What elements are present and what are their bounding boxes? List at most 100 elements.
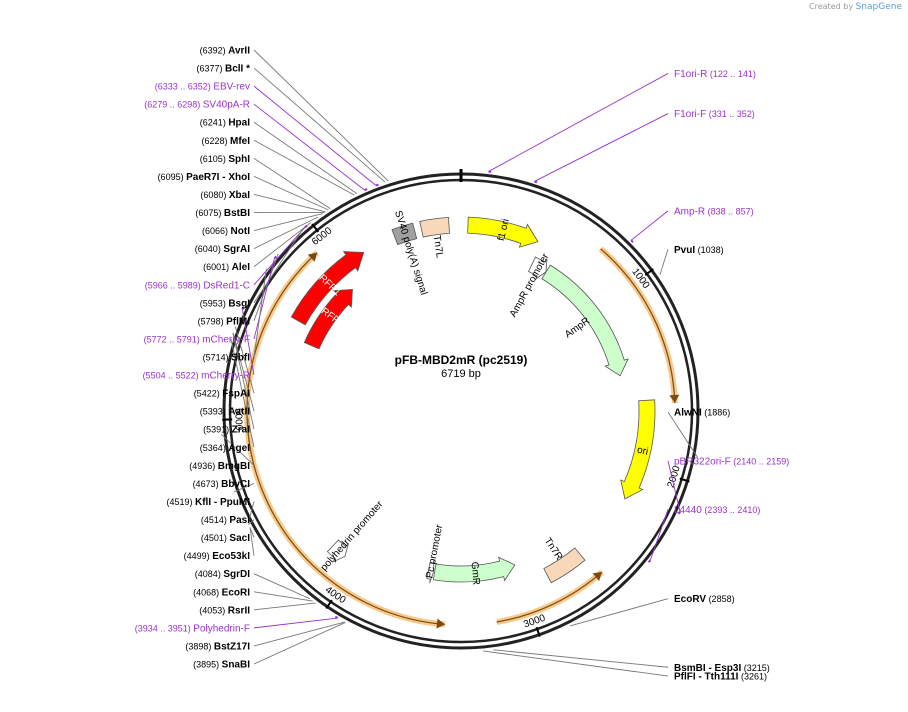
label-num: (4514) [201, 515, 230, 525]
label-num: (838 .. 857) [705, 206, 754, 216]
leader-AlwNI [667, 411, 698, 458]
primer-mark-Amp-R [630, 239, 634, 243]
label-name: BmgBI [218, 461, 250, 472]
feature-label-5: GmR [469, 561, 482, 585]
leader-PflFI - Tth111I [483, 650, 669, 677]
leader-PvuI [659, 249, 669, 276]
label-num: (4673) [193, 479, 222, 489]
label-num: (6066) [202, 226, 231, 236]
label-name: HpaI [228, 118, 250, 129]
site-label: (6075) BstBI [195, 208, 250, 219]
label-name: SV40pA-R [203, 100, 250, 111]
orf-arc-0 [600, 248, 676, 404]
feature-0 [467, 216, 539, 248]
label-num: (6392) [200, 46, 229, 56]
primer-label: pBR322ori-F (2140 .. 2159) [674, 456, 789, 467]
leader-BsmBI - Esp3I [493, 649, 669, 668]
label-num: (6241) [200, 118, 229, 128]
label-num: (5953) [200, 298, 229, 308]
label-name: SacI [229, 533, 250, 544]
label-name: AleI [232, 262, 251, 273]
feature-6 [426, 559, 435, 584]
leader-AatII [232, 332, 255, 412]
site-label: (4068) EcoRI [193, 587, 250, 598]
primer-label: F1ori-R (122 .. 141) [674, 69, 756, 80]
label-num: (4084) [195, 569, 224, 579]
leader-AleI [253, 221, 312, 268]
label-name: Polyhedrin-F [193, 623, 250, 634]
label-name: AgeI [228, 443, 250, 454]
label-name: RsrII [228, 605, 250, 616]
leader-RsrII [253, 602, 316, 611]
site-label: (6241) HpaI [200, 118, 250, 129]
label-num: (6001) [203, 262, 232, 272]
label-num: (331 .. 352) [706, 109, 755, 119]
site-label: (5393) AatII [200, 407, 250, 418]
site-label: (4673) BbvCI [193, 479, 251, 490]
feature-label-0: f1 ori [496, 218, 512, 242]
label-name: BsmBI - Esp3I [674, 663, 741, 674]
feature-8 [303, 288, 353, 350]
site-label: (4499) Eco53kI [184, 551, 251, 562]
snapgene-credit: Created by SnapGene [809, 2, 902, 12]
primer-label: (5504 .. 5522) mCherry-R [143, 371, 250, 382]
label-name: F1ori-R [674, 69, 707, 80]
label-num: (4068) [193, 587, 222, 597]
label-name: SnaBI [222, 660, 251, 671]
label-layer: (6392) AvrII(6377) BclI *(6333 .. 6352) … [135, 46, 790, 683]
leader-AgeI [230, 338, 255, 448]
leader-SV40pA-R [253, 103, 365, 191]
label-name: BsgI [228, 298, 250, 309]
primer-mark-mCherry-F [273, 255, 277, 260]
plasmid-name: pFB-MBD2mR (pc2519) [395, 353, 528, 367]
label-num: (5422) [194, 389, 223, 399]
feature-label-3: ori [636, 445, 649, 458]
label-name: AatII [228, 407, 250, 418]
leader-BsgI [253, 228, 304, 304]
leader-BmgBI [220, 433, 255, 466]
feature-4 [543, 547, 586, 584]
label-num: (3215) [741, 663, 770, 673]
label-num: (122 .. 141) [707, 69, 756, 79]
leader-mCherry-R [241, 309, 255, 376]
label-name: BstZ17I [214, 641, 250, 652]
site-label: (6001) AleI [203, 262, 250, 273]
tick-label-6000: 6000 [310, 225, 335, 248]
label-name: mCherry-R [201, 371, 250, 382]
label-num: (5393) [200, 407, 229, 417]
label-name: PflMI [226, 316, 250, 327]
leader-BstZ17I [253, 621, 345, 647]
label-num: (4499) [184, 551, 213, 561]
label-num: (3261) [738, 672, 767, 682]
tick-4000 [325, 599, 333, 609]
leader-PaeR7I - XhoI [253, 176, 329, 211]
site-label: PvuI (1038) [674, 245, 724, 256]
site-label: (5391) ZraI [203, 425, 250, 436]
leader-L4440 [649, 509, 669, 561]
label-num: (6279 .. 6298) [144, 100, 203, 110]
label-num: (5364) [200, 443, 229, 453]
primer-label: L4440 (2393 .. 2410) [674, 505, 760, 516]
leader-Amp-R [630, 210, 669, 241]
leader-MfeI [253, 139, 355, 196]
feature-label-4: Tn7R [542, 536, 565, 562]
label-name: Amp-R [674, 206, 705, 217]
leader-lines [220, 49, 698, 677]
feature-label-2: AmpR [563, 316, 592, 341]
leader-F1ori-F [534, 113, 669, 182]
site-label: AlwNI (1886) [674, 408, 730, 419]
site-label: (6392) AvrII [200, 46, 251, 57]
site-label: (5953) BsgI [200, 298, 250, 309]
orf-arrowhead-3 [592, 571, 603, 581]
site-label: (5714) SbfI [203, 353, 251, 364]
site-label: BsmBI - Esp3I (3215) [674, 663, 770, 674]
orf-arc-2 [246, 252, 318, 567]
label-name: L4440 [674, 505, 702, 516]
site-label: (6066) NotI [202, 226, 250, 237]
orf-arrowhead-1 [436, 618, 445, 629]
site-label: (6105) SphI [200, 154, 250, 165]
leader-Polyhedrin-F [253, 617, 338, 629]
leader-KflI - PpuMI [247, 501, 255, 524]
feature-label-1: AmpR promoter [508, 251, 552, 319]
label-name: AlwNI [674, 408, 702, 419]
